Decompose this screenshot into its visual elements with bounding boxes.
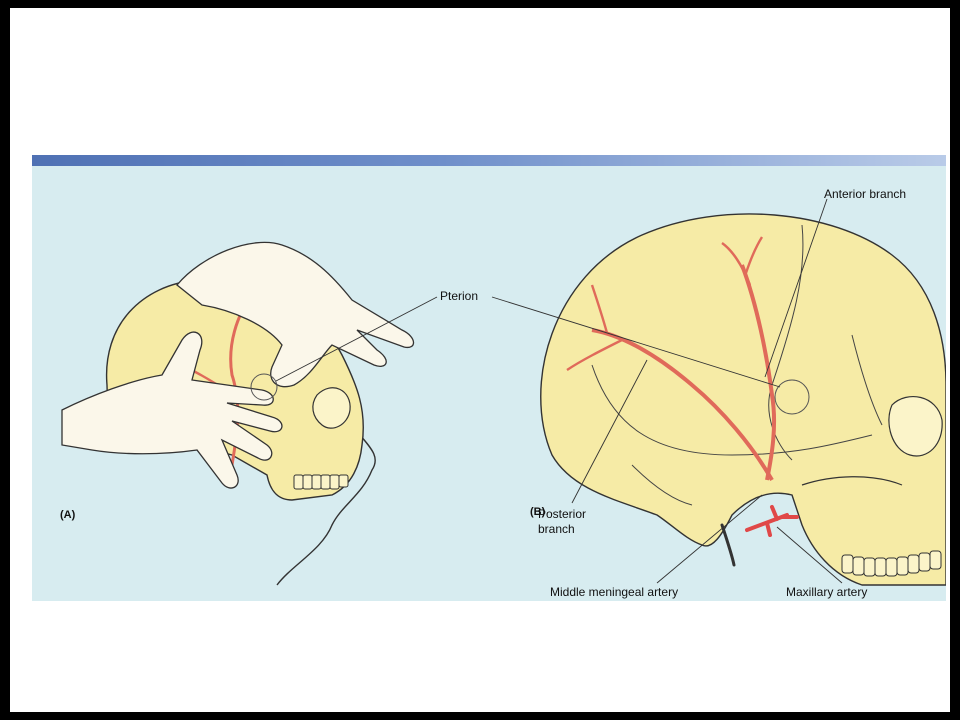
- illustration: [61, 198, 946, 586]
- upper-hand: [176, 241, 415, 388]
- middle-meningeal-artery-label: Middle meningeal artery: [550, 585, 679, 599]
- maxillary-artery-label: Maxillary artery: [786, 585, 868, 599]
- anterior-branch-leader: [764, 198, 828, 378]
- posterior-branch-label-line1: Posterior: [538, 507, 587, 521]
- panel-b-label: (B): [530, 506, 546, 518]
- teeth-a: [293, 474, 349, 490]
- anterior-branch-artery: [740, 264, 777, 481]
- panel-a-label: (A): [60, 509, 76, 521]
- posterior-branch-artery: [591, 328, 774, 481]
- skull-b: [540, 213, 946, 586]
- posterior-branch-label-line2: branch: [538, 522, 575, 536]
- lower-hand: [61, 331, 283, 489]
- anterior-branch-sub: [721, 236, 764, 286]
- pterion-circle-a: [250, 373, 278, 401]
- slide: Pterion Anterior branch Posterior branch…: [10, 8, 950, 712]
- panel-a-illustration: [61, 241, 438, 586]
- maxillary-artery: [745, 505, 799, 537]
- figure-header-bar: [32, 155, 946, 166]
- middle-meningeal-leader: [656, 494, 763, 584]
- face-profile-outline: [276, 424, 376, 586]
- maxillary-leader: [776, 526, 843, 584]
- orbit-b: [888, 396, 943, 457]
- orbit-a: [312, 387, 351, 429]
- panel-b-illustration: [491, 198, 946, 586]
- posterior-branch-leader: [571, 359, 648, 504]
- anatomy-figure: Pterion Anterior branch Posterior branch…: [32, 155, 946, 601]
- posterior-branch-sub: [566, 284, 623, 371]
- pterion-label: Pterion: [440, 289, 479, 303]
- pterion-leader-a: [275, 296, 438, 382]
- teeth-b: [841, 550, 942, 577]
- suture-lines: [591, 224, 883, 506]
- zygomatic-arch: [801, 476, 903, 486]
- anterior-branch-label: Anterior branch: [824, 187, 907, 201]
- styloid-process: [720, 523, 736, 567]
- pterion-circle-b: [774, 379, 810, 415]
- pterion-leader-b: [491, 296, 781, 388]
